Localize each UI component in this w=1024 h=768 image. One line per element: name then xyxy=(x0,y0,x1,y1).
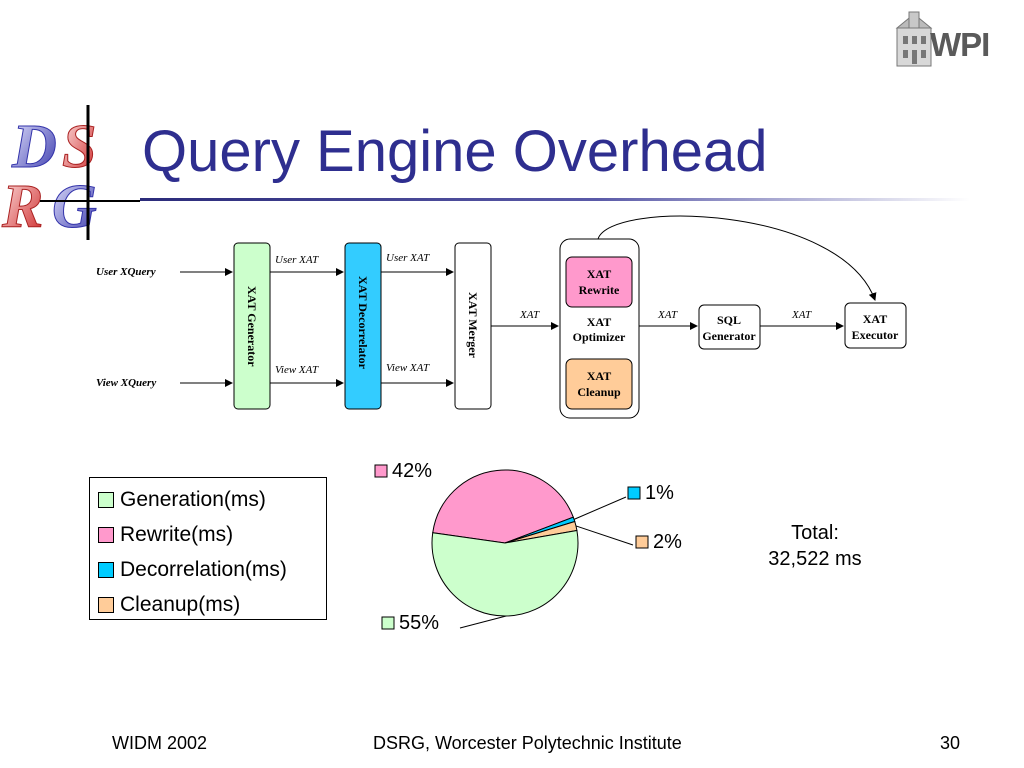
svg-text:S: S xyxy=(62,113,96,181)
pie-label-swatch xyxy=(635,535,649,549)
xat-optimizer-label-2: Optimizer xyxy=(573,330,626,344)
xat-generator-label: XAT Generator xyxy=(245,286,259,367)
xat-optimizer-label-1: XAT xyxy=(587,315,611,329)
xat-rewrite-label-2: Rewrite xyxy=(579,283,620,297)
xat-cleanup-box xyxy=(565,358,633,410)
query-pipeline-diagram: User XQuery View XQuery XAT Generator Us… xyxy=(96,215,907,419)
pie-data-label: 55% xyxy=(399,612,439,634)
pie-leader-line xyxy=(459,615,507,629)
legend-label-rewrite: Rewrite(ms) xyxy=(120,522,234,546)
legend-label-cleanup: Cleanup(ms) xyxy=(120,592,241,616)
xat-executor-box xyxy=(844,302,907,349)
svg-text:R: R xyxy=(1,173,43,240)
xat-decorrelator-label: XAT Decorrelator xyxy=(356,276,370,370)
pie-label-swatch xyxy=(374,464,388,478)
xat-generator-box xyxy=(233,242,271,410)
svg-text:D: D xyxy=(11,113,57,181)
legend-label-generation: Generation(ms) xyxy=(120,487,266,511)
footer-conference: WIDM 2002 xyxy=(112,733,208,753)
sql-generator-label-2: Generator xyxy=(702,329,756,343)
legend-swatch-decorrelation xyxy=(98,561,114,578)
pie-label-swatch xyxy=(627,486,641,500)
legend-swatch-rewrite xyxy=(98,526,114,543)
pie-slice-generation xyxy=(431,529,579,617)
xat-merger-label: XAT Merger xyxy=(466,292,480,359)
xat-rewrite-label-1: XAT xyxy=(587,267,611,281)
xat-cleanup-label-2: Cleanup xyxy=(577,385,621,399)
legend-label-decorrelation: Decorrelation(ms) xyxy=(120,557,287,581)
edge-label-merge-opt: XAT xyxy=(519,309,540,321)
pie-leader-line xyxy=(575,525,634,546)
legend-item-rewrite: Rewrite(ms) xyxy=(90,517,326,552)
chart-legend: Generation(ms) Rewrite(ms) Decorrelation… xyxy=(89,477,327,620)
pie-data-label: 1% xyxy=(645,482,674,504)
arrow-opt-exec-bypass xyxy=(597,215,877,301)
xat-rewrite-box xyxy=(565,256,633,308)
legend-item-cleanup: Cleanup(ms) xyxy=(90,587,326,622)
edge-label-sql-exec: XAT xyxy=(791,309,812,321)
dsrg-logo: D S R G xyxy=(1,105,140,240)
xat-executor-label-1: XAT xyxy=(863,312,887,326)
sql-generator-box xyxy=(698,304,761,350)
legend-item-generation: Generation(ms) xyxy=(90,482,326,517)
pie-leader-line xyxy=(573,496,627,520)
total-label: Total: xyxy=(791,522,839,544)
total-annotation: Total: 32,522 ms xyxy=(740,520,890,572)
edge-label-dec-merge-bottom: View XAT xyxy=(386,362,430,374)
total-value: 32,522 ms xyxy=(768,548,862,570)
pie-data-label: 42% xyxy=(392,460,432,482)
edge-label-dec-merge-top: User XAT xyxy=(386,252,430,264)
xat-cleanup-label-1: XAT xyxy=(587,369,611,383)
edge-label-opt-sql: XAT xyxy=(657,309,678,321)
input-view-xquery: View XQuery xyxy=(96,377,156,389)
sql-generator-label-1: SQL xyxy=(717,313,741,327)
xat-executor-label-2: Executor xyxy=(852,328,899,342)
overhead-pie-chart: 42% 1% 2% 55% xyxy=(374,460,682,634)
title-underline xyxy=(140,198,970,201)
footer-organization: DSRG, Worcester Polytechnic Institute xyxy=(373,733,682,753)
wpi-logo xyxy=(895,11,933,67)
edge-label-gen-dec-bottom: View XAT xyxy=(275,364,319,376)
pie-slice-rewrite xyxy=(432,469,574,544)
input-user-xquery: User XQuery xyxy=(96,266,156,278)
wpi-logo-text: WPI xyxy=(930,26,990,63)
xat-decorrelator-box xyxy=(344,242,382,410)
edge-label-gen-dec-top: User XAT xyxy=(275,254,319,266)
legend-swatch-generation xyxy=(98,491,114,508)
pie-data-label: 2% xyxy=(653,531,682,553)
legend-swatch-cleanup xyxy=(98,596,114,613)
footer-page-number: 30 xyxy=(940,733,961,753)
legend-item-decorrelation: Decorrelation(ms) xyxy=(90,552,326,587)
pie-label-swatch xyxy=(381,616,395,630)
slide-title: Query Engine Overhead xyxy=(142,119,768,184)
